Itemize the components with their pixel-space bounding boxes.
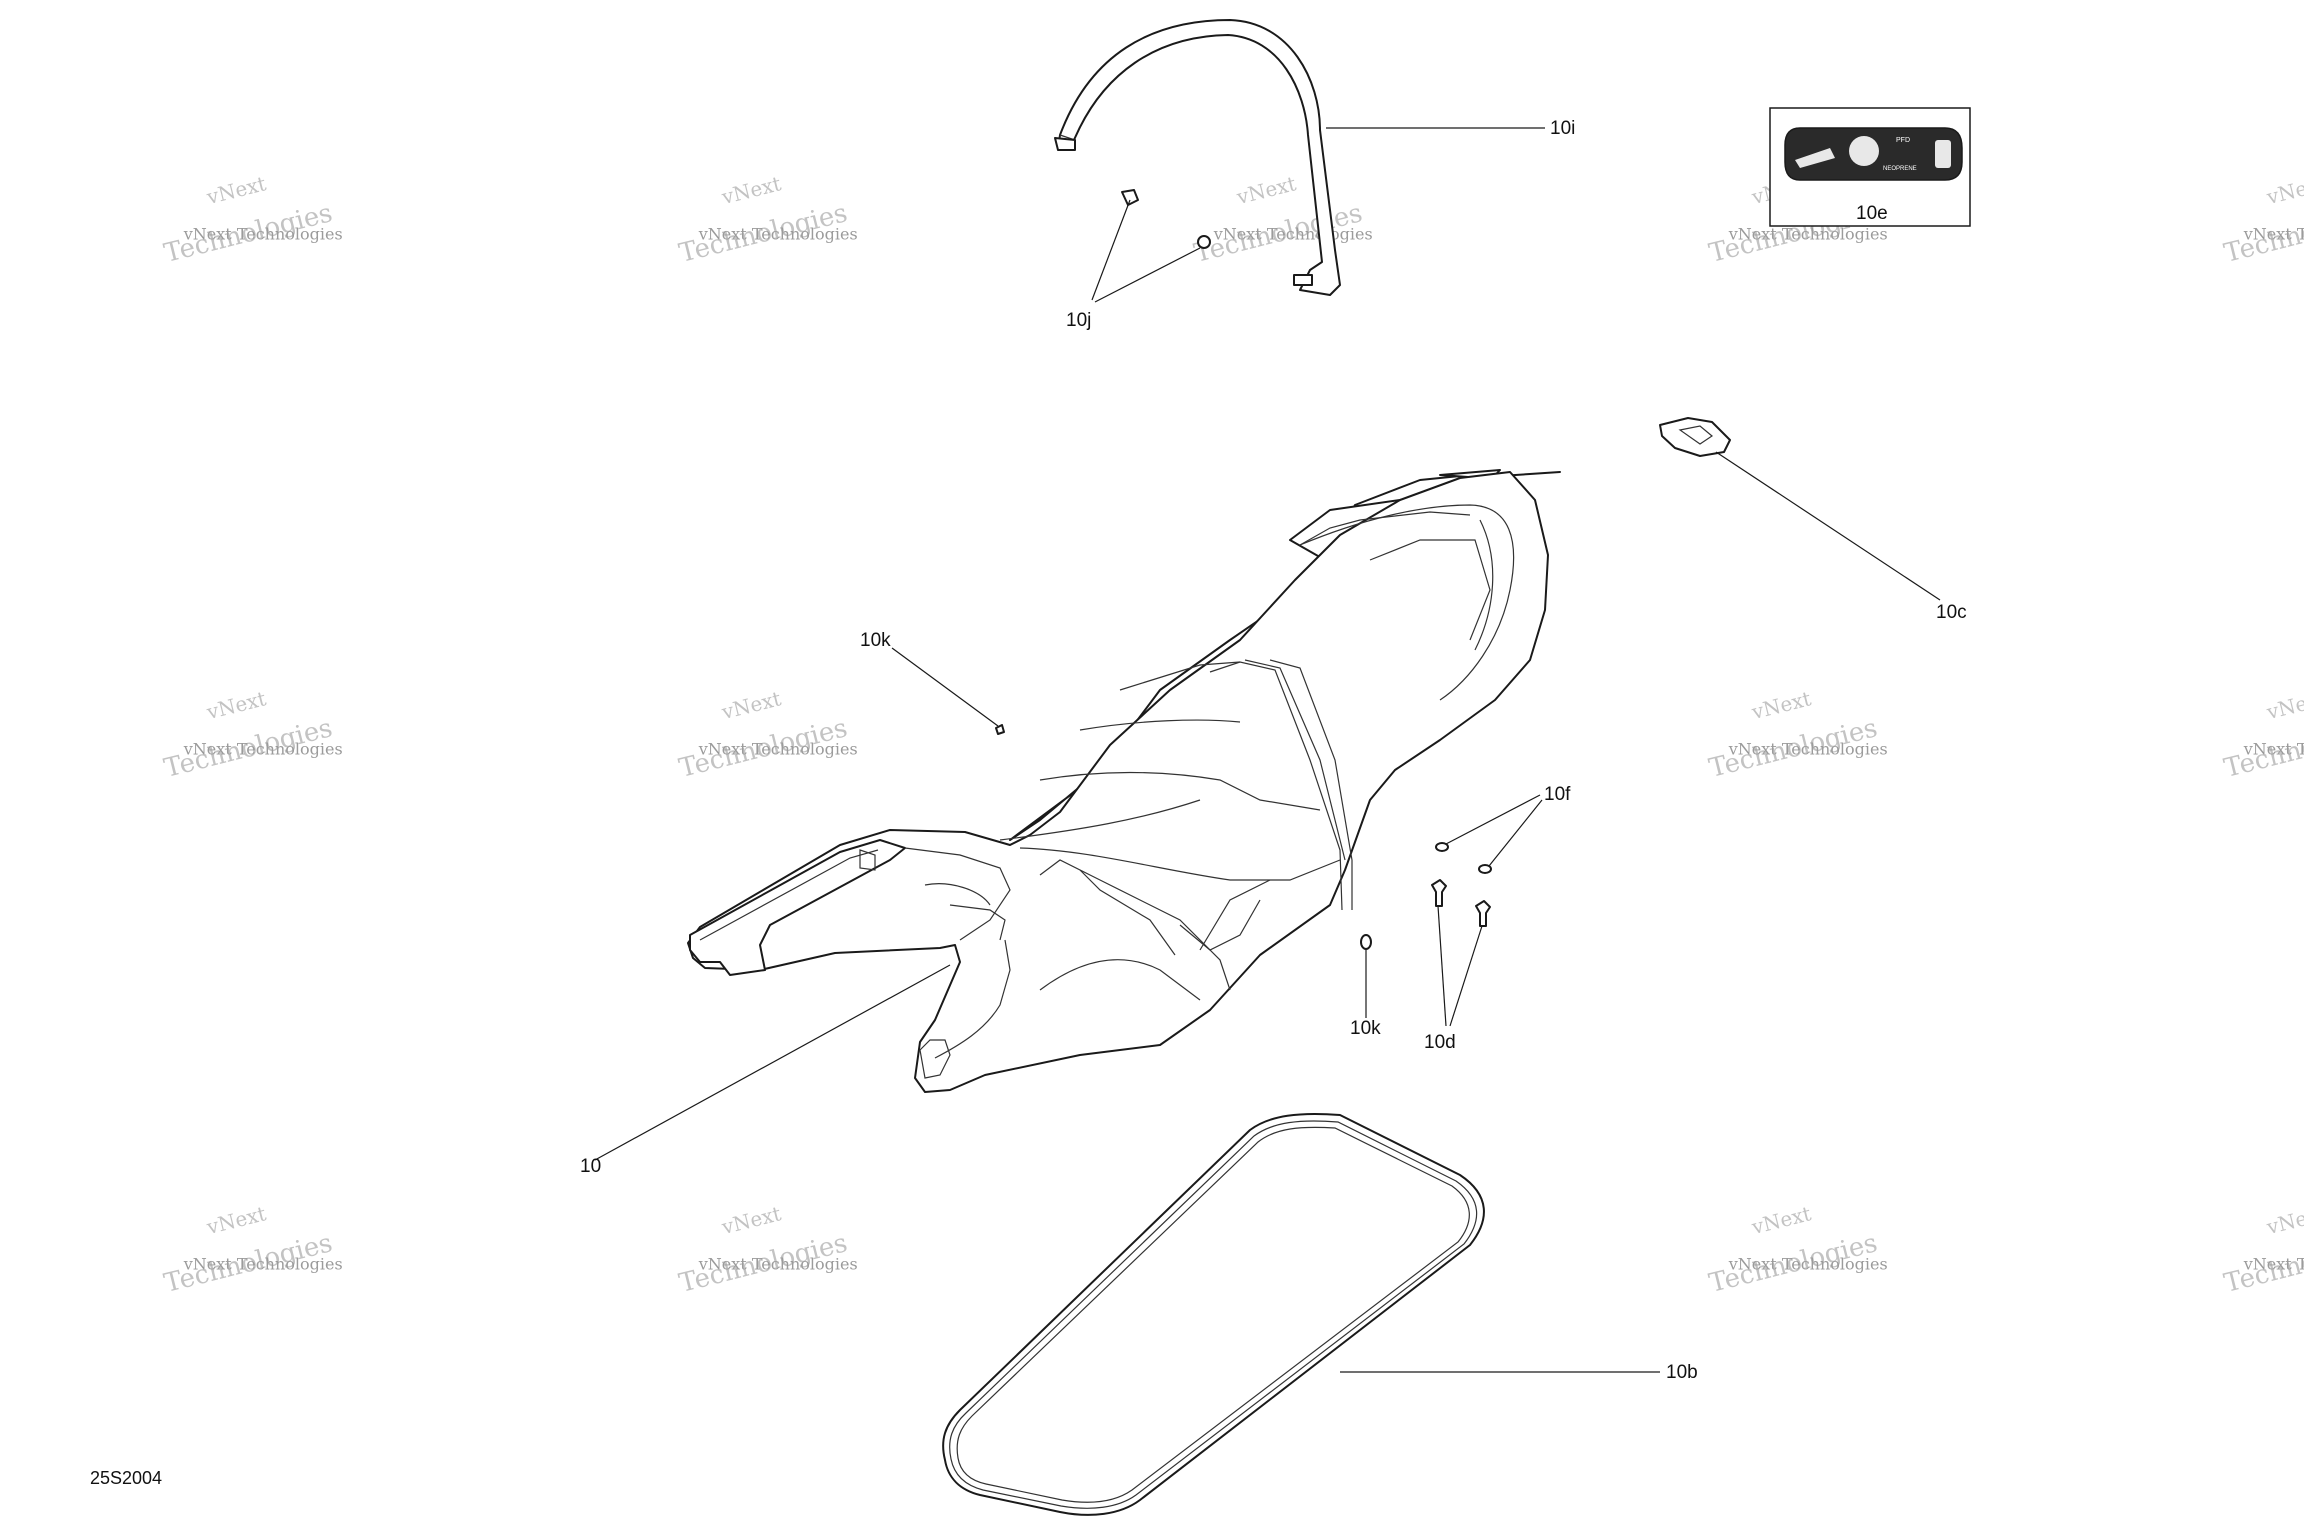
fastener-10j-b	[1197, 235, 1211, 249]
callout-10j: 10j	[1066, 310, 1091, 331]
callout-10f: 10f	[1544, 784, 1571, 805]
watermark-line1: vNext	[718, 686, 783, 724]
callout-10: 10	[580, 1156, 601, 1177]
diagram-reference-code: 25S2004	[90, 1468, 162, 1488]
callout-10k-top: 10k	[860, 630, 891, 651]
watermark-line1: vNext	[203, 1201, 268, 1239]
part-10c-latch	[1659, 417, 1941, 601]
label-neoprene-text: NEOPRENE	[1883, 166, 1917, 172]
part-10i-strap	[1054, 19, 1341, 296]
watermark-line3: vNext Technologies	[1728, 739, 1888, 758]
watermark-line3: vNext Technologies	[1213, 224, 1373, 243]
strap-clip	[1293, 274, 1313, 286]
part-10k-bottom	[1360, 934, 1372, 1018]
watercraft-icon	[1795, 148, 1835, 168]
watermark-line3: vNext Technologies	[183, 224, 343, 243]
part-10b-seal	[942, 1112, 1660, 1516]
watermark-line3: vNext Technologies	[183, 1254, 343, 1273]
watermark-line3: vNext Technologies	[2243, 739, 2304, 758]
callout-10k-bottom: 10k	[1350, 1018, 1381, 1039]
callout-10i: 10i	[1550, 118, 1575, 139]
callout-10c: 10c	[1936, 602, 1967, 623]
watermark-line3: vNext Technologies	[183, 739, 343, 758]
part-10f-nuts	[1435, 794, 1543, 874]
part-10j-fasteners	[1091, 189, 1211, 303]
watermark-line1: vNext	[2263, 1201, 2304, 1239]
watermark-line3: vNext Technologies	[2243, 1254, 2304, 1273]
watermark-line3: vNext Technologies	[698, 1254, 858, 1273]
watermark-line1: vNext	[718, 171, 783, 209]
part-10d-studs	[1431, 879, 1491, 1027]
part-10-seat	[594, 469, 1561, 1161]
watermark-line3: vNext Technologies	[698, 739, 858, 758]
watermark-line1: vNext	[718, 1201, 783, 1239]
fastener-10j-a	[1121, 189, 1139, 206]
watermark-line1: vNext	[2263, 686, 2304, 724]
watermark-line3: vNext Technologies	[1728, 224, 1888, 243]
watermark-line1: vNext	[1233, 171, 1298, 209]
watermark-line1: vNext	[1748, 1201, 1813, 1239]
watermark-line3: vNext Technologies	[2243, 224, 2304, 243]
callout-10e: 10e	[1856, 203, 1888, 224]
callout-10b: 10b	[1666, 1362, 1698, 1383]
callout-10d: 10d	[1424, 1032, 1456, 1053]
rider-icon	[1849, 136, 1879, 166]
watermark-line3: vNext Technologies	[698, 224, 858, 243]
watermark-line1: vNext	[2263, 171, 2304, 209]
part-10e-label: PFD NEOPRENE	[1769, 107, 1971, 227]
vest-icon	[1935, 140, 1951, 168]
watermark-line3: vNext Technologies	[1728, 1254, 1888, 1273]
part-10k-top	[891, 647, 1005, 735]
watermark-line1: vNext	[203, 686, 268, 724]
label-pfd-text: PFD	[1896, 137, 1910, 144]
watermark-line1: vNext	[1748, 686, 1813, 724]
watermark-line1: vNext	[203, 171, 268, 209]
